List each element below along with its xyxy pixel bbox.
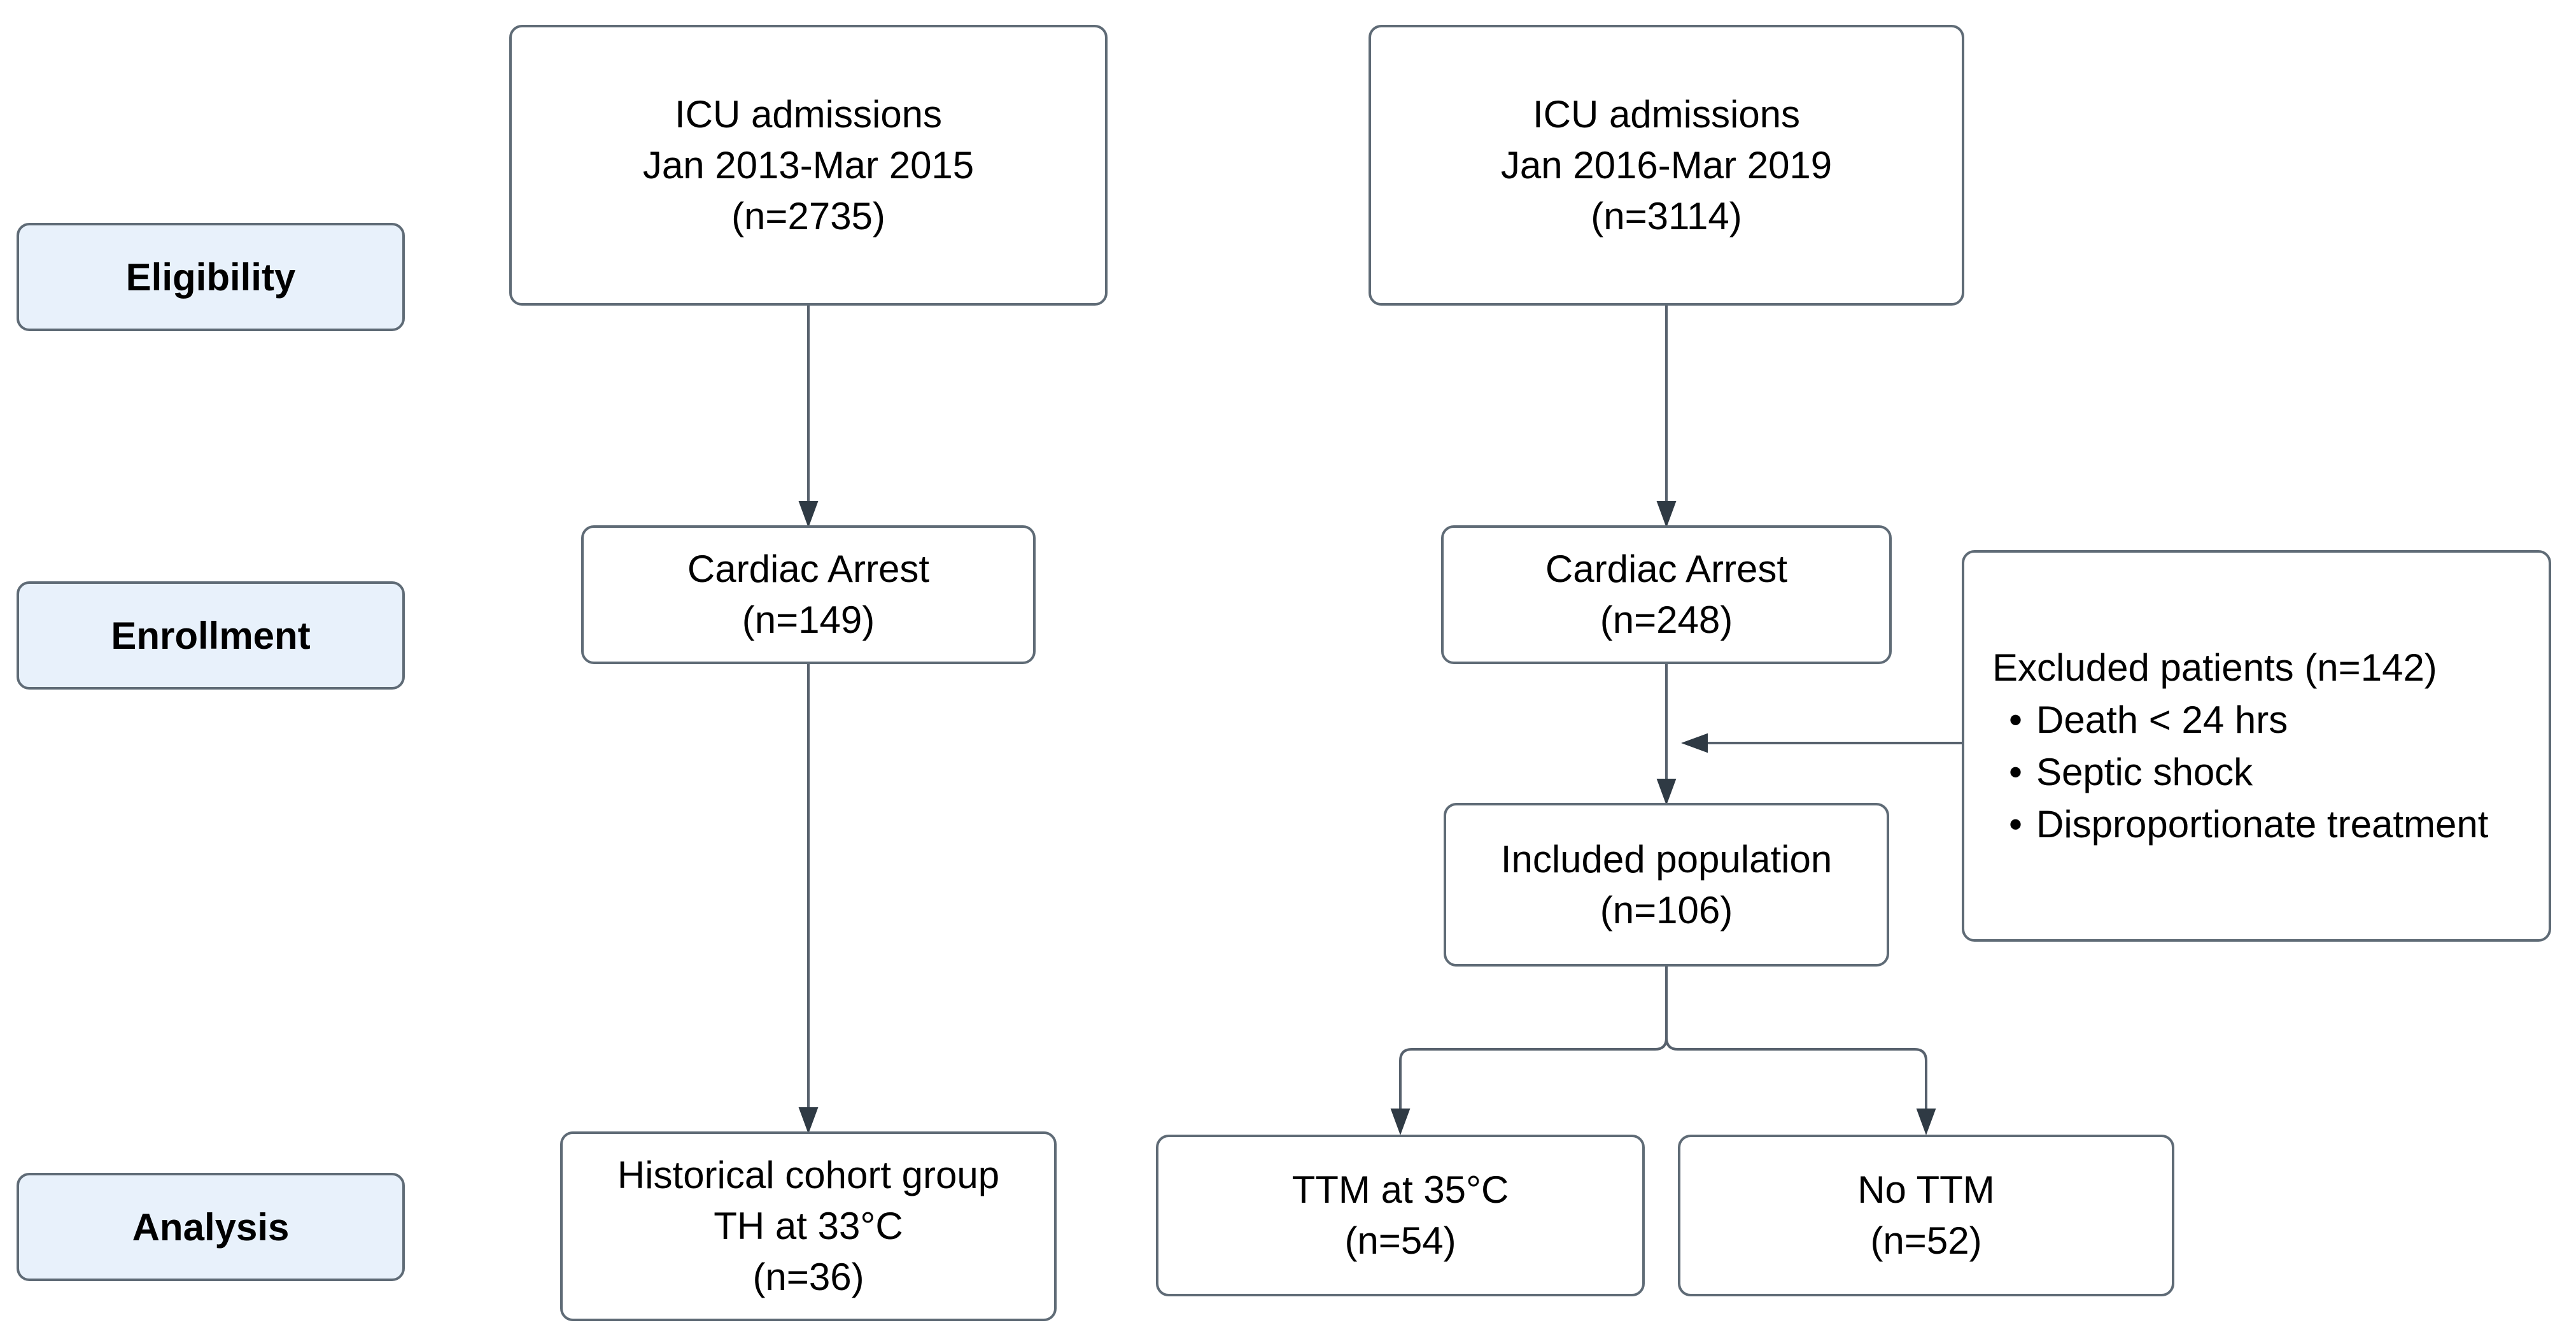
box-text-line: (n=52): [1870, 1219, 1982, 1262]
box-text-line: (n=106): [1600, 888, 1733, 932]
excluded-reason-item: Death < 24 hrs: [1992, 694, 2488, 746]
stage-label-analysis: Analysis: [17, 1173, 405, 1281]
arrowhead-down-icon: [798, 1107, 819, 1134]
box-text-line: TH at 33°C: [714, 1205, 903, 1247]
excluded-reason-text: Death < 24 hrs: [2036, 698, 2288, 741]
box-included-population: Included population (n=106): [1444, 803, 1889, 967]
arrowhead-down-icon: [1390, 1109, 1411, 1135]
box-text-line: TTM at 35°C: [1292, 1168, 1509, 1211]
box-text-line: (n=2735): [731, 194, 885, 237]
stage-label-enrollment: Enrollment: [17, 581, 405, 690]
excluded-title: Excluded patients (n=142): [1992, 646, 2437, 689]
stage-label-text: Enrollment: [111, 614, 311, 657]
box-ttm-35c: TTM at 35°C (n=54): [1156, 1135, 1645, 1296]
box-excluded-patients: Excluded patients (n=142) Death < 24 hrs…: [1962, 550, 2551, 942]
excluded-reason-item: Disproportionate treatment: [1992, 798, 2488, 851]
box-cardiac-arrest-2016: Cardiac Arrest (n=248): [1441, 525, 1892, 664]
box-text-line: Jan 2016-Mar 2019: [1500, 143, 1833, 187]
arrow-included-to-ttm: [1399, 967, 1668, 1109]
arrow-included-to-nottm: [1665, 967, 1927, 1109]
box-text-line: Cardiac Arrest: [1545, 548, 1788, 590]
box-text-line: ICU admissions: [1532, 92, 1801, 136]
excluded-reason-text: Septic shock: [2036, 750, 2253, 793]
box-text-line: (n=3114): [1591, 194, 1742, 237]
arrowhead-down-icon: [1656, 501, 1677, 528]
stage-label-text: Eligibility: [125, 255, 296, 299]
box-text-line: No TTM: [1857, 1168, 1995, 1211]
excluded-reason-text: Disproportionate treatment: [2036, 802, 2489, 846]
box-text-line: ICU admissions: [674, 92, 943, 136]
box-text-line: Jan 2013-Mar 2015: [642, 143, 975, 187]
arrowhead-down-icon: [1916, 1109, 1936, 1135]
box-text-line: Included population: [1500, 837, 1833, 881]
box-text-line: Historical cohort group: [617, 1154, 1000, 1196]
arrowhead-left-icon: [1681, 733, 1708, 753]
arrowhead-down-icon: [1656, 779, 1677, 805]
box-text-line: (n=149): [742, 599, 875, 641]
stage-label-text: Analysis: [132, 1205, 290, 1249]
arrowhead-down-icon: [798, 501, 819, 528]
box-text-line: (n=54): [1344, 1219, 1456, 1262]
box-cardiac-arrest-2013: Cardiac Arrest (n=149): [581, 525, 1036, 664]
box-icu-admissions-2016: ICU admissions Jan 2016-Mar 2019 (n=3114…: [1369, 25, 1964, 306]
excluded-reason-item: Septic shock: [1992, 746, 2488, 798]
box-no-ttm: No TTM (n=52): [1678, 1135, 2174, 1296]
box-text-line: (n=36): [752, 1256, 864, 1298]
box-icu-admissions-2013: ICU admissions Jan 2013-Mar 2015 (n=2735…: [509, 25, 1108, 306]
box-historical-cohort: Historical cohort group TH at 33°C (n=36…: [560, 1131, 1057, 1321]
excluded-reasons-list: Death < 24 hrs Septic shock Disproportio…: [1992, 694, 2488, 851]
box-text-line: (n=248): [1600, 599, 1733, 641]
box-text-line: Cardiac Arrest: [687, 548, 930, 590]
stage-label-eligibility: Eligibility: [17, 223, 405, 331]
